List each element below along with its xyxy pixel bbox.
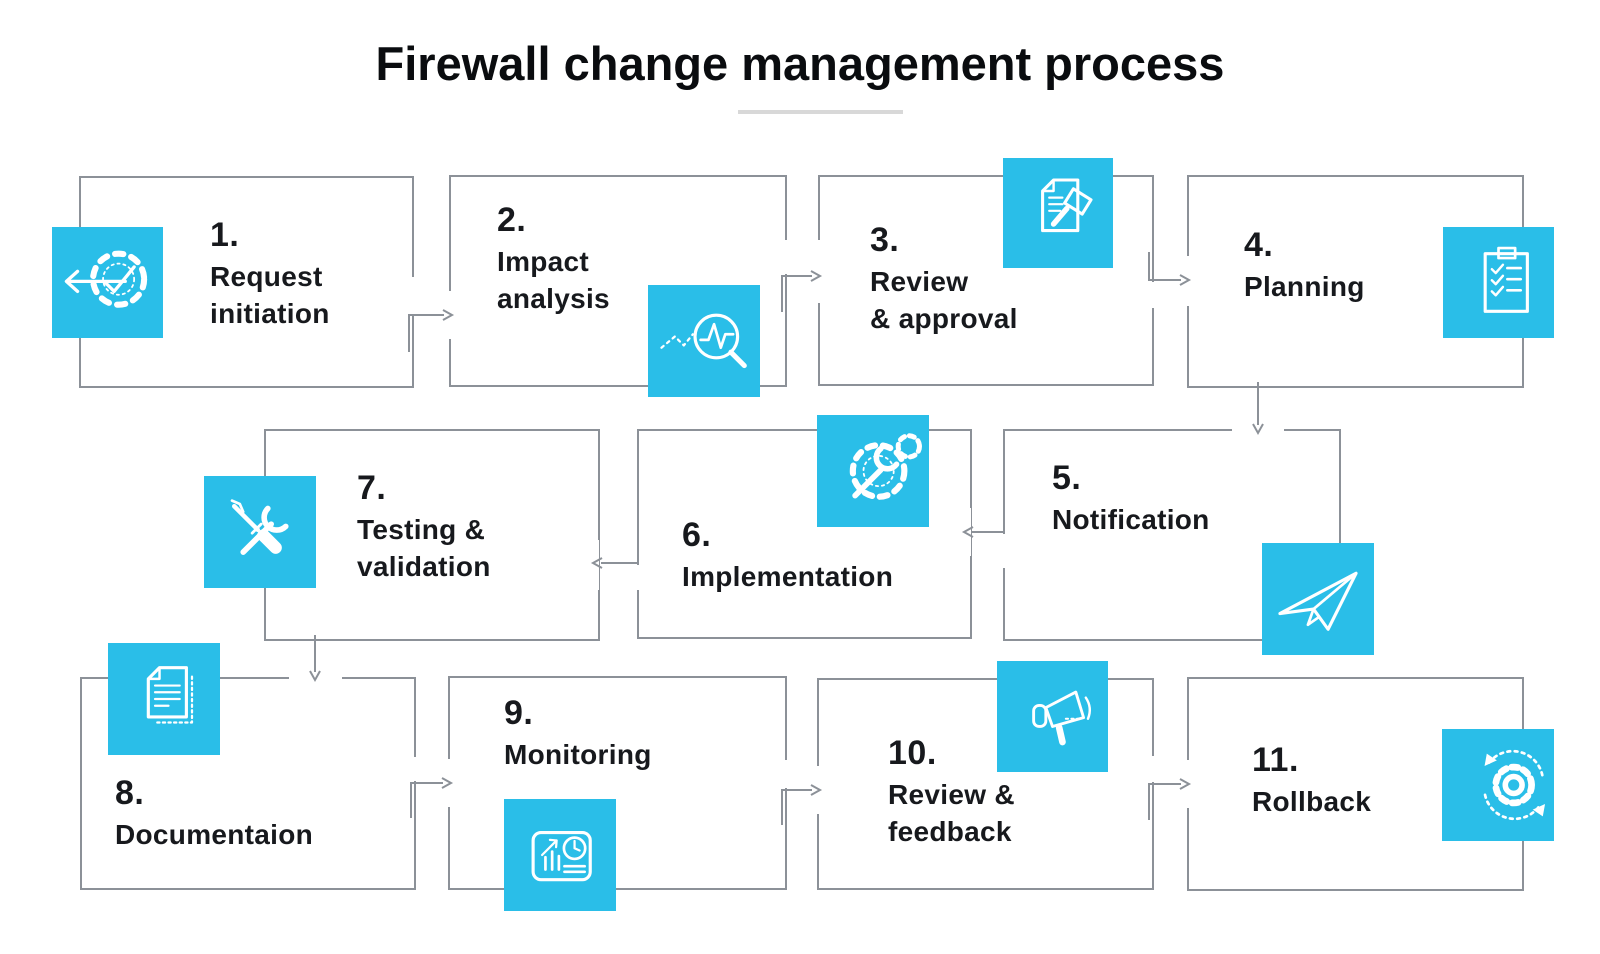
rollback-gear-icon [1442, 729, 1554, 841]
title-underline [738, 110, 903, 114]
border-gap [1145, 282, 1154, 308]
border-gap [1000, 534, 1009, 568]
step-number: 10. [888, 734, 937, 772]
crossed-tools-icon [204, 476, 316, 588]
step-number: 5. [1052, 459, 1082, 497]
arrow-6-to-7 [590, 537, 639, 569]
paper-plane-icon [1262, 543, 1374, 655]
border-gap [1145, 756, 1154, 782]
border-gap [778, 240, 787, 274]
step-label: Review & approval [870, 266, 1018, 334]
document-gavel-icon [1003, 158, 1113, 268]
step-number: 9. [504, 694, 534, 732]
border-gap [289, 675, 342, 684]
step-label: Planning [1244, 271, 1365, 302]
step-label: Testing & validation [357, 514, 491, 582]
documents-icon [108, 643, 220, 755]
border-gap [1185, 256, 1194, 306]
step-number: 3. [870, 221, 900, 259]
step-box-monitoring: 9. Monitoring [448, 676, 787, 890]
step-label: Notification [1052, 504, 1210, 535]
step-box-testing-validation: 7. Testing & validation [264, 429, 600, 641]
step-label: Request initiation [210, 261, 330, 329]
border-gap [1185, 760, 1194, 808]
border-gap [814, 766, 823, 814]
step-label: Review & feedback [888, 779, 1015, 847]
step-number: 7. [357, 469, 387, 507]
step-label: Documentaion [115, 819, 314, 850]
border-gap [407, 757, 416, 781]
border-gap [778, 760, 787, 788]
border-gap [634, 565, 643, 590]
step-number: 6. [682, 516, 712, 554]
step-box-documentation: 8. Documentaion [80, 677, 416, 890]
step-number: 2. [497, 201, 527, 239]
border-gap [590, 540, 599, 590]
clipboard-checklist-icon [1443, 227, 1554, 338]
step-box-planning: 4. Planning [1187, 175, 1524, 388]
page-title: Firewall change management process [375, 37, 1225, 90]
step-label: Implementation [682, 561, 894, 592]
step-label: Rollback [1252, 786, 1372, 817]
gear-check-arrow-icon [52, 227, 163, 338]
arrow-5-to-6 [961, 505, 1005, 538]
border-gap [815, 240, 824, 303]
step-number: 8. [115, 774, 145, 812]
step-label: Monitoring [504, 739, 652, 770]
step-box-rollback: 11. Rollback [1187, 677, 1524, 891]
step-number: 11. [1252, 741, 1299, 779]
border-gap [446, 291, 455, 339]
border-gap [405, 277, 414, 314]
arrow-1-to-2 [408, 309, 455, 352]
border-gap [962, 508, 971, 556]
dashboard-clock-icon [504, 799, 616, 911]
wrench-gear-icon [817, 415, 929, 527]
step-number: 1. [210, 216, 240, 254]
border-gap [1232, 427, 1284, 436]
megaphone-icon [997, 661, 1108, 772]
chart-magnifier-icon [648, 285, 760, 397]
border-gap [445, 759, 454, 807]
step-number: 4. [1244, 226, 1274, 264]
step-label: Impact analysis [497, 246, 610, 314]
